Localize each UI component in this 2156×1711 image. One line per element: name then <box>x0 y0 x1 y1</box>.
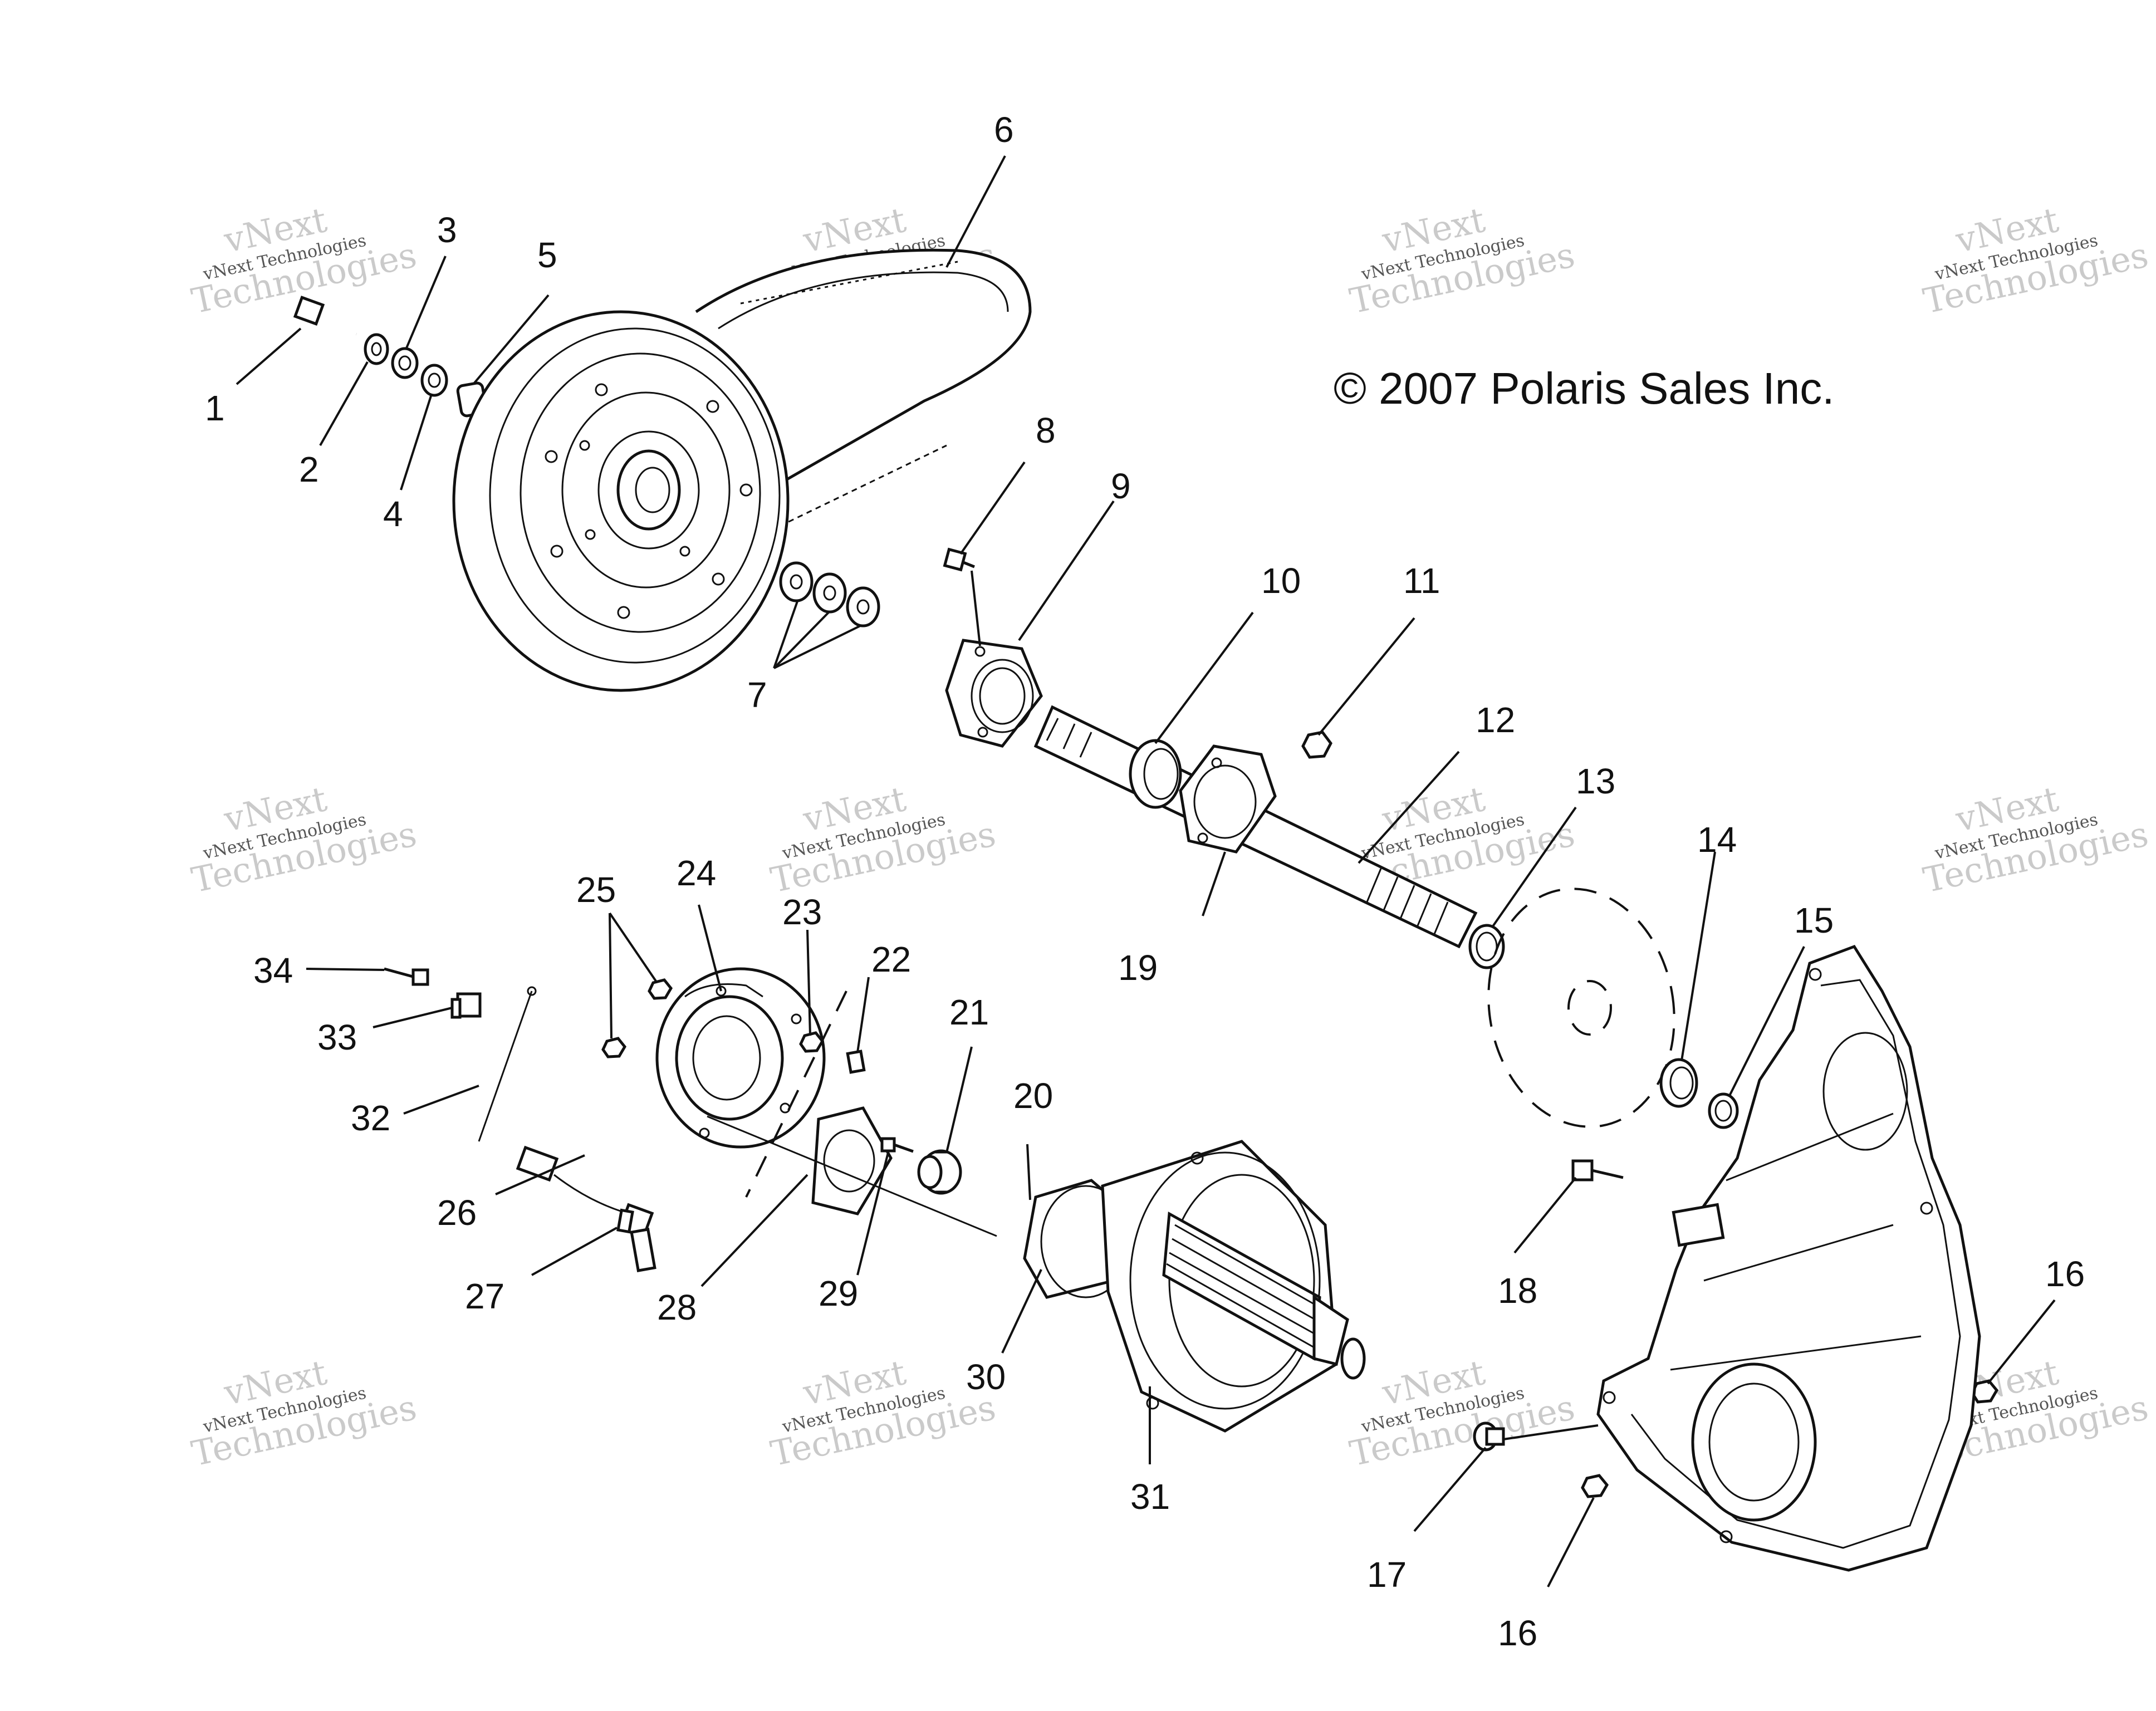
part-29-screw <box>880 1137 914 1153</box>
chaincase-housing <box>1596 944 1981 1572</box>
callout-20: 20 <box>1013 1076 1053 1116</box>
part-9-bearing-flange <box>945 639 1043 748</box>
part-25-nut <box>601 1037 627 1058</box>
callout-22: 22 <box>871 939 911 979</box>
part-26-speed-sensor <box>516 1145 656 1272</box>
callout-34: 34 <box>253 950 293 991</box>
callout-1: 1 <box>205 388 225 428</box>
callout-30: 30 <box>966 1357 1006 1397</box>
watermark: vNext vNext Technologies Technologies <box>1346 1352 1579 1474</box>
callout-6: 6 <box>994 110 1014 150</box>
part-7-washers <box>779 561 880 627</box>
dashed-guide-line <box>745 991 847 1198</box>
part-18-bolt <box>1571 1159 1624 1181</box>
callout-29: 29 <box>819 1273 858 1313</box>
callout-18: 18 <box>1498 1271 1537 1311</box>
part-6-drive-belt <box>695 248 1032 527</box>
watermark: vNext vNext Technologies Technologies <box>188 778 420 901</box>
part-16-nut <box>1581 1474 1609 1498</box>
callout-14: 14 <box>1697 820 1737 860</box>
part-21-gear <box>917 1149 962 1195</box>
watermark: vNext vNext Technologies Technologies <box>1346 199 1579 322</box>
watermark: vNext vNext Technologies Technologies <box>188 199 420 322</box>
part-10-bearing <box>1129 739 1182 809</box>
callout-7: 7 <box>747 675 767 715</box>
part-14-seal <box>1659 1058 1698 1108</box>
part-1-bolt <box>293 296 357 336</box>
callout-3: 3 <box>437 210 457 250</box>
watermark: vNext vNext Technologies Technologies <box>767 778 999 901</box>
part-2-washer <box>364 333 389 365</box>
callout-23: 23 <box>782 892 822 932</box>
callout-19: 19 <box>1118 948 1158 988</box>
part-25-nut <box>648 978 673 1000</box>
watermark: vNext vNext Technologies Technologies <box>767 1352 999 1474</box>
callout-17: 17 <box>1367 1555 1407 1595</box>
callout-31: 31 <box>1130 1477 1170 1517</box>
part-19-bearing-flange <box>1179 744 1277 854</box>
callout-27: 27 <box>465 1276 504 1316</box>
watermark: vNext vNext Technologies Technologies <box>1920 199 2152 322</box>
callout-24: 24 <box>677 853 716 893</box>
callout-12: 12 <box>1476 700 1515 740</box>
axis-line <box>707 1115 997 1237</box>
part-13-o-ring <box>1468 924 1505 969</box>
part-11-nut <box>1301 731 1332 759</box>
driven-disc-outline <box>1487 888 1675 1128</box>
callout-33: 33 <box>317 1017 357 1057</box>
watermark: vNext vNext Technologies Technologies <box>1920 778 2152 901</box>
watermark-grid: vNext vNext Technologies Technologies vN… <box>188 199 2152 1474</box>
callout-25: 25 <box>576 870 616 910</box>
callout-labels: 1 2 3 4 5 6 7 8 9 10 11 12 13 14 15 16 1… <box>205 110 2085 1653</box>
part-34-screw <box>384 967 429 986</box>
callout-28: 28 <box>657 1287 697 1327</box>
part-3-washer <box>391 347 419 379</box>
callout-8: 8 <box>1036 410 1056 450</box>
part-24-bearing-housing <box>655 967 826 1149</box>
part-28-gasket <box>811 1106 893 1215</box>
callout-21: 21 <box>949 992 989 1032</box>
callout-2: 2 <box>299 449 319 489</box>
drive-clutch-sheave <box>452 310 790 692</box>
part-15-o-ring <box>1708 1092 1739 1129</box>
part-22-pin <box>846 1050 866 1074</box>
part-32-wire-tie <box>478 986 537 1142</box>
callout-5: 5 <box>537 235 557 275</box>
part-30-31-secondary-clutch <box>1023 1140 1366 1433</box>
callout-11: 11 <box>1403 561 1440 601</box>
watermark: vNext vNext Technologies Technologies <box>188 1352 420 1474</box>
callout-32: 32 <box>351 1098 390 1138</box>
part-27-screw <box>616 1208 634 1234</box>
part-33-clip <box>450 992 482 1019</box>
callout-16: 16 <box>2045 1254 2085 1294</box>
callout-4: 4 <box>383 494 403 534</box>
leader-lines <box>236 155 2056 1587</box>
part-23-nut <box>799 1031 825 1053</box>
part-8-bolt <box>943 547 975 572</box>
copyright-notice: © 2007 Polaris Sales Inc. <box>1334 364 1834 413</box>
part-17-fitting <box>1473 1421 1505 1452</box>
callout-9: 9 <box>1111 466 1131 506</box>
callout-10: 10 <box>1261 561 1301 601</box>
callout-15: 15 <box>1794 900 1834 940</box>
part-4-washer <box>420 364 448 397</box>
callout-13: 13 <box>1576 761 1615 801</box>
callout-26: 26 <box>437 1193 477 1233</box>
callout-16-lower: 16 <box>1498 1613 1537 1653</box>
